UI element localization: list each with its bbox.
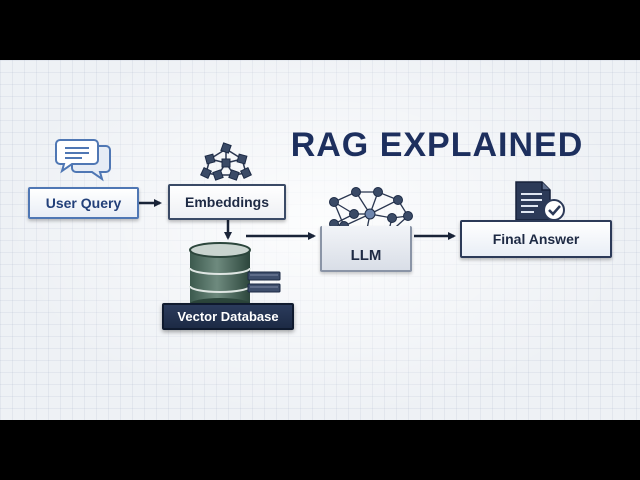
final-answer-box: Final Answer [460, 220, 612, 258]
flow-arrows [139, 199, 456, 240]
user-query-box: User Query [28, 187, 139, 219]
vector-database-box: Vector Database [162, 303, 294, 330]
network-nodes-icon [200, 142, 252, 181]
vector-database-label: Vector Database [177, 309, 279, 324]
diagram-canvas: RAG EXPLAINED [0, 60, 640, 420]
page-title: RAG EXPLAINED [290, 126, 584, 164]
final-answer-label: Final Answer [492, 231, 580, 247]
chat-bubbles-icon [55, 139, 111, 182]
user-query-label: User Query [45, 195, 122, 211]
llm-label: LLM [350, 247, 382, 264]
llm-box: LLM [320, 226, 412, 272]
embeddings-box: Embeddings [168, 184, 286, 220]
embeddings-label: Embeddings [184, 194, 269, 210]
database-icon [189, 242, 281, 310]
document-check-icon [515, 181, 565, 221]
